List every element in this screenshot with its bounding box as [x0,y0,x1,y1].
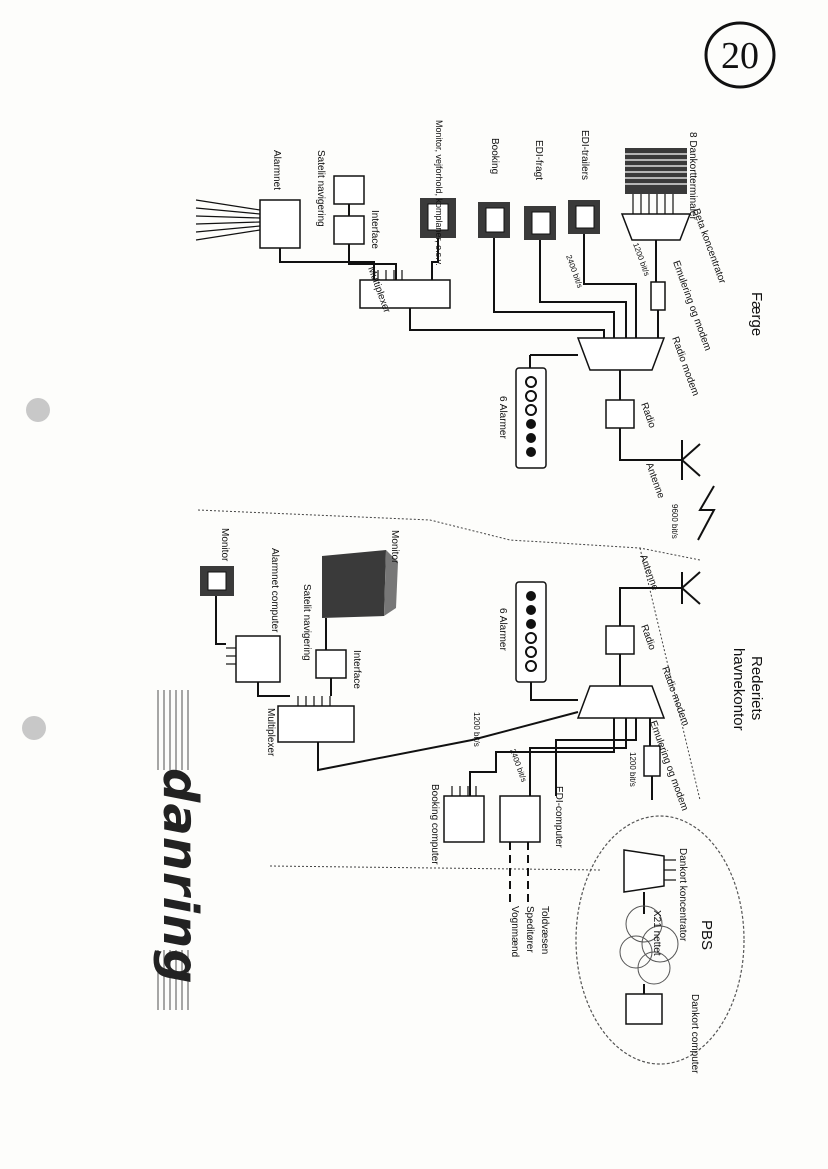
logo-text: danring [152,768,208,985]
danring-logo: danring [152,690,208,1010]
ferry-rate-1200: 1200 bit/s [631,242,651,278]
ferry-radio [605,399,635,429]
office-interface-box [315,649,347,679]
office-rate-1200-a: 1200 bit/s [628,752,637,787]
pbs-section: PBS Dankort koncentrator X21 nettet Dank… [575,815,745,1074]
office-interface-label: Interface [351,650,362,689]
edi-freight-monitor [524,206,556,240]
radio-link: 9600 bit/s [197,485,716,871]
ferry-interface-box [333,215,365,245]
dankort-terminals [625,148,687,214]
office-satellite-label: Satelit navigering [301,584,312,661]
office-antenna-label: Antenne [637,553,660,592]
ferry-multiplexer [359,279,451,309]
ferry-alarms-label: 6 Alarmer [497,396,508,439]
booking-monitor [478,202,510,238]
office-radio-modem [576,685,666,719]
alarm-computer-label: Alarmnet computer [269,548,280,633]
punch-hole-top [26,398,50,422]
hauler-label: Vognmænd [509,906,520,957]
ferry-antenna-label: Antenne [643,461,666,500]
alarm-computer [235,635,281,683]
edi-trailers-label: EDI-trailers [579,130,590,180]
beta-concentrator [620,213,692,241]
edi-computer-label: EDI-computer [553,786,564,848]
office-title-2: havnekontor [730,648,747,731]
ferry-alarm-panel [515,367,547,469]
office-multiplexer-label: Multiplexer [265,708,276,757]
ferry-satellite-box [333,175,365,205]
ferry-rate-2400: 2400 bit/s [564,254,584,290]
edi-computer [499,795,541,843]
booking-label: Booking [489,138,500,174]
pbs-computer-label: Dankort computer [689,994,700,1074]
office-radio [605,625,635,655]
customs-label: Toldvæsen [539,906,550,954]
road-monitor-label: Monitor, vejforhold, komplaner, o.s.v. [434,120,444,266]
dankort-computer [625,993,663,1025]
pbs-concentrator-label: Dankort koncentrator [677,848,688,942]
forwarder-label: Speditører [524,906,535,953]
x21-network-cloud [619,905,679,985]
road-conditions-monitor [420,198,456,238]
office-section: Rederiets havnekontor Antenne Radio Radi… [200,528,765,957]
ferry-radio-label: Radio [638,401,657,430]
ferry-section: Færge 8 Dankortterminaler Beta koncentra… [195,120,765,500]
office-alarms-label: 6 Alarmer [497,608,508,651]
edi-trailers-monitor [568,200,600,234]
punch-hole-bottom [22,716,46,740]
ferry-alarmnet-label: Alarmnet [271,150,282,190]
office-monitor2-label: Monitor [219,528,230,562]
edi-freight-label: EDI-fragt [533,140,544,180]
ferry-interface-label: Interface [369,210,380,249]
office-title-1: Rederiets [748,656,765,720]
terminals-label: 8 Dankortterminaler [687,132,698,220]
office-radio-label: Radio [638,623,657,652]
concentrator-label: Beta koncentrator [690,207,728,286]
office-rate-1200-b: 1200 bit/s [472,712,481,747]
office-multiplexer [277,705,355,743]
ferry-emulation-modem [650,281,666,311]
x21-network-label: X21 nettet [651,910,662,956]
booking-computer [443,795,485,843]
ferry-alarmnet-box [259,199,301,249]
pbs-title: PBS [698,920,715,950]
pbs-boundary [575,815,745,1065]
office-monitor-label: Monitor [389,530,400,564]
dankort-concentrator [623,849,665,893]
ferry-satellite-label: Satelit navigering [315,150,326,227]
office-small-monitor [200,566,234,596]
ferry-radio-modem [576,337,666,371]
link-rate-label: 9600 bit/s [670,504,679,539]
office-satellite-monitor [322,550,398,618]
booking-computer-label: Booking computer [429,784,440,865]
page-number: 20 [721,35,759,77]
ferry-title: Færge [748,292,765,336]
page-number-badge: 20 [704,21,776,89]
ferry-radio-modem-label: Radio modem [669,335,701,397]
